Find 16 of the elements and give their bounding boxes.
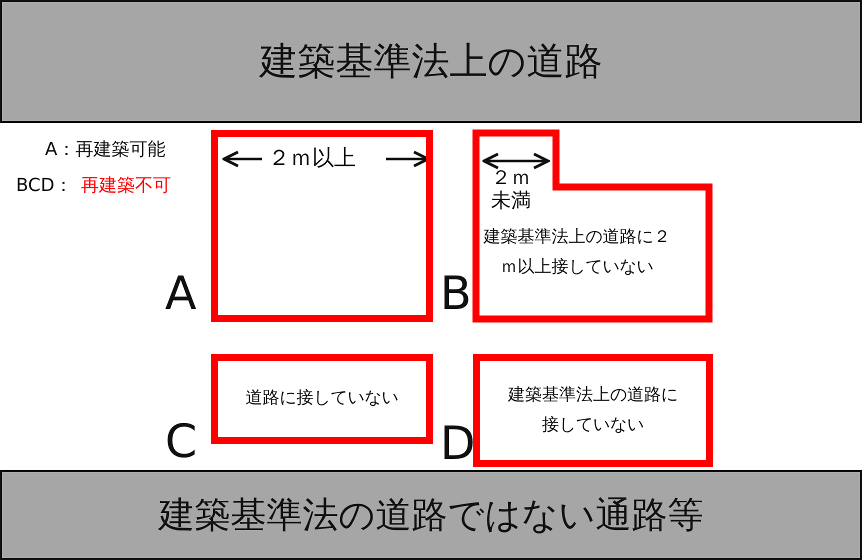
lot-letter: C: [165, 418, 198, 464]
legend-note: BCD：: [16, 175, 72, 197]
lot-note: 建築基準法上の道路に接していない: [506, 384, 679, 436]
lot-letter: A: [165, 270, 196, 316]
dimension-label: ２ｍ未満: [491, 166, 532, 212]
lot-letter: B: [440, 270, 472, 316]
band-title: 建築基準法上の道路: [260, 38, 602, 85]
lot-letter: D: [440, 420, 476, 466]
dimension-label: ２ｍ以上: [268, 146, 356, 172]
legend-note: A：再建築可能: [45, 139, 166, 161]
band-title: 建築基準法の道路ではない通路等: [158, 494, 704, 538]
road-band: [0, 0, 862, 123]
road-band: [0, 470, 862, 560]
legend-note: 再建築不可: [81, 175, 171, 197]
lot-note: 建築基準法上の道路に２ｍ以上接していない: [482, 226, 672, 279]
lot-note: 道路に接していない: [246, 387, 398, 410]
